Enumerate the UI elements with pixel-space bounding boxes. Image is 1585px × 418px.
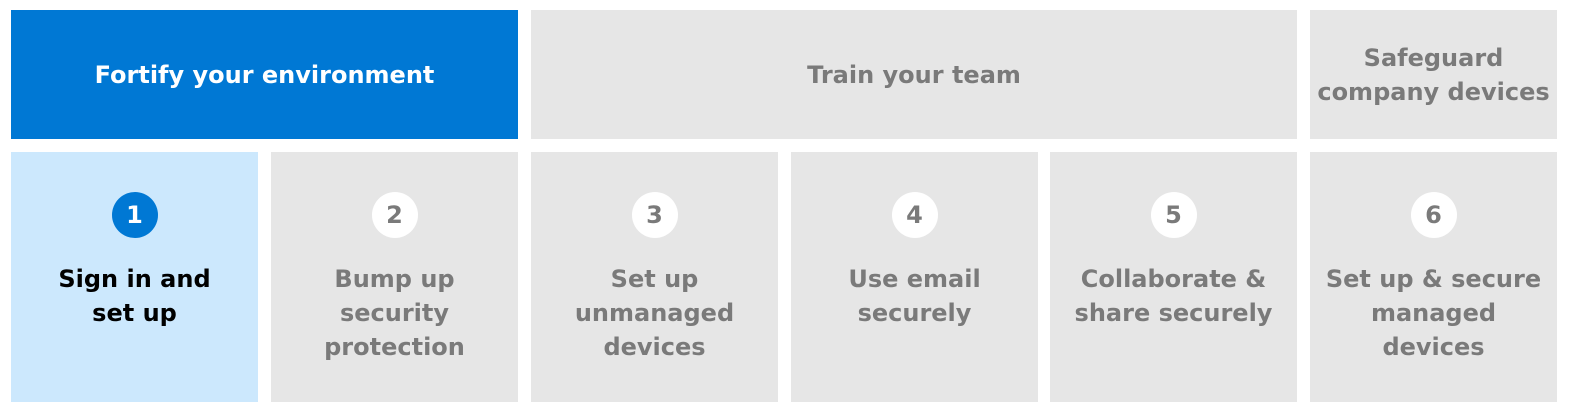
step-number-badge: 4: [891, 192, 938, 238]
step-2-bump-up-security-protection[interactable]: 2 Bump up security protection: [271, 152, 518, 402]
phase-label: Safeguard company devices: [1317, 43, 1550, 106]
step-3-set-up-unmanaged-devices[interactable]: 3 Set up unmanaged devices: [531, 152, 778, 402]
step-1-sign-in-and-set-up[interactable]: 1 Sign in and set up: [11, 152, 258, 402]
step-number-badge: 3: [631, 192, 678, 238]
phase-label: Fortify your environment: [94, 60, 435, 89]
step-4-use-email-securely[interactable]: 4 Use email securely: [791, 152, 1038, 402]
step-number-badge: 2: [371, 192, 418, 238]
step-number-badge: 5: [1150, 192, 1197, 238]
step-5-collaborate-and-share-securely[interactable]: 5 Collaborate & share securely: [1050, 152, 1297, 402]
step-title: Bump up security protection: [324, 265, 465, 361]
phase-safeguard-company-devices[interactable]: Safeguard company devices: [1310, 10, 1557, 139]
step-title: Use email securely: [848, 265, 981, 327]
step-title: Sign in and set up: [58, 265, 211, 327]
step-6-set-up-and-secure-managed-devices[interactable]: 6 Set up & secure managed devices: [1310, 152, 1557, 402]
phase-fortify-your-environment[interactable]: Fortify your environment: [11, 10, 518, 139]
step-title: Set up & secure managed devices: [1325, 265, 1542, 361]
step-title: Set up unmanaged devices: [574, 265, 735, 361]
step-number-badge: 1: [111, 192, 158, 238]
phase-train-your-team[interactable]: Train your team: [531, 10, 1297, 139]
phase-label: Train your team: [807, 60, 1021, 89]
step-title: Collaborate & share securely: [1074, 265, 1273, 327]
step-number-badge: 6: [1410, 192, 1457, 238]
